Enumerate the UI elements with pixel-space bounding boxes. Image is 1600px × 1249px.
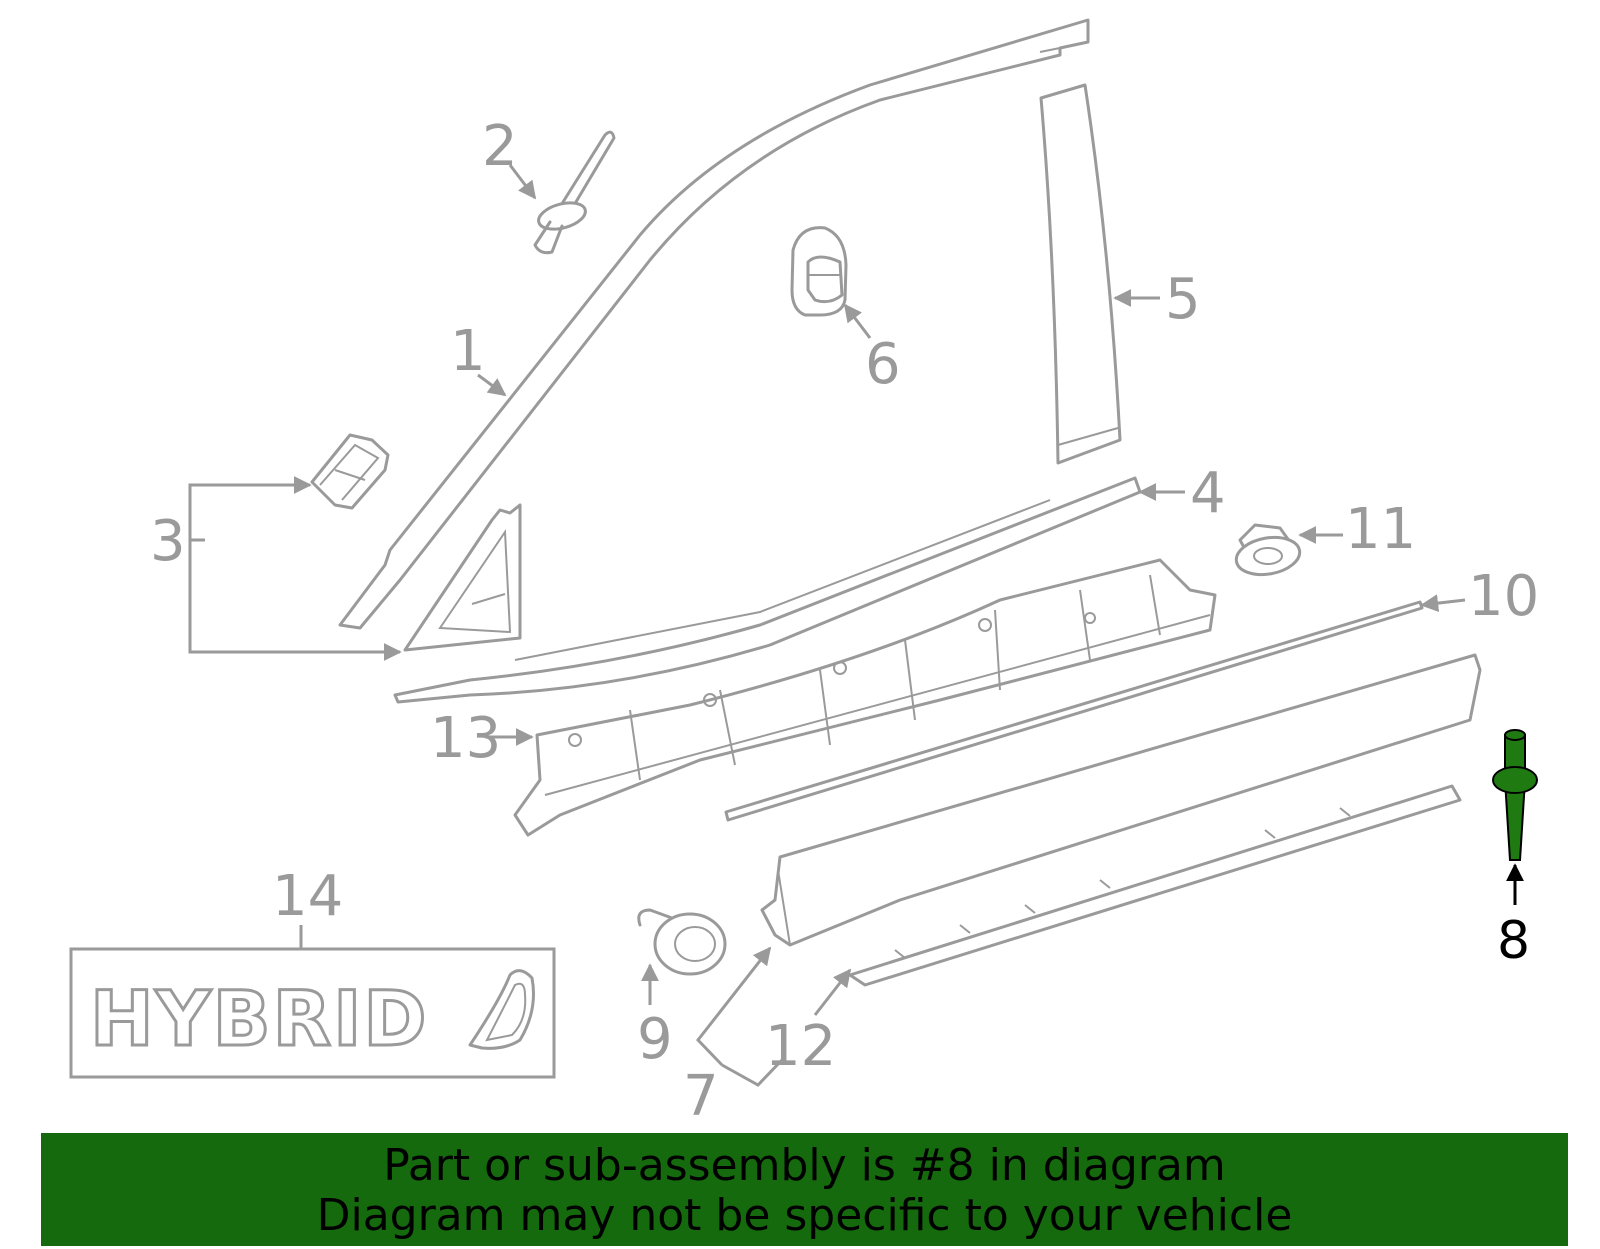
part-8-clip-highlighted: [1492, 729, 1538, 861]
callout-11: 11: [1345, 497, 1416, 562]
part-7-door-molding: [760, 653, 1482, 947]
part-14-badge: HYBRID: [69, 947, 556, 1079]
callout-13: 13: [430, 706, 501, 771]
callout-14: 14: [272, 864, 343, 929]
callout-2: 2: [482, 114, 518, 179]
callout-1: 1: [450, 319, 486, 384]
callout-10: 10: [1468, 564, 1539, 629]
callout-12: 12: [765, 1014, 836, 1079]
part-9-clip: [637, 908, 727, 976]
part-5-pillar-applique: [1039, 83, 1122, 465]
part-6-grommet: [790, 226, 848, 317]
part-1-pillar-molding: [338, 18, 1090, 630]
banner-line-1: Part or sub-assembly is #8 in diagram: [383, 1140, 1226, 1191]
part-13-rocker-panel: [513, 558, 1217, 837]
part-11-nut: [1234, 523, 1302, 577]
info-banner: Part or sub-assembly is #8 in diagram Di…: [41, 1133, 1568, 1246]
part-2-clip: [533, 130, 616, 255]
banner-line-2: Diagram may not be specific to your vehi…: [316, 1190, 1293, 1241]
callout-5: 5: [1165, 267, 1201, 332]
callout-7: 7: [683, 1064, 719, 1129]
callout-3: 3: [150, 509, 186, 574]
callout-6: 6: [865, 332, 901, 397]
callout-9: 9: [637, 1007, 673, 1072]
badge-text: HYBRID: [90, 974, 428, 1063]
callout-4: 4: [1190, 461, 1226, 526]
part-3-corner-trim: [310, 433, 522, 652]
callout-8: 8: [1497, 911, 1530, 971]
callout-labels: 1 2 3 4 5 6 7 8 9 10 11 12 13 14: [150, 114, 1539, 1129]
leader-lines: [188, 164, 1524, 1087]
part-12-lower-strip: [848, 784, 1462, 987]
